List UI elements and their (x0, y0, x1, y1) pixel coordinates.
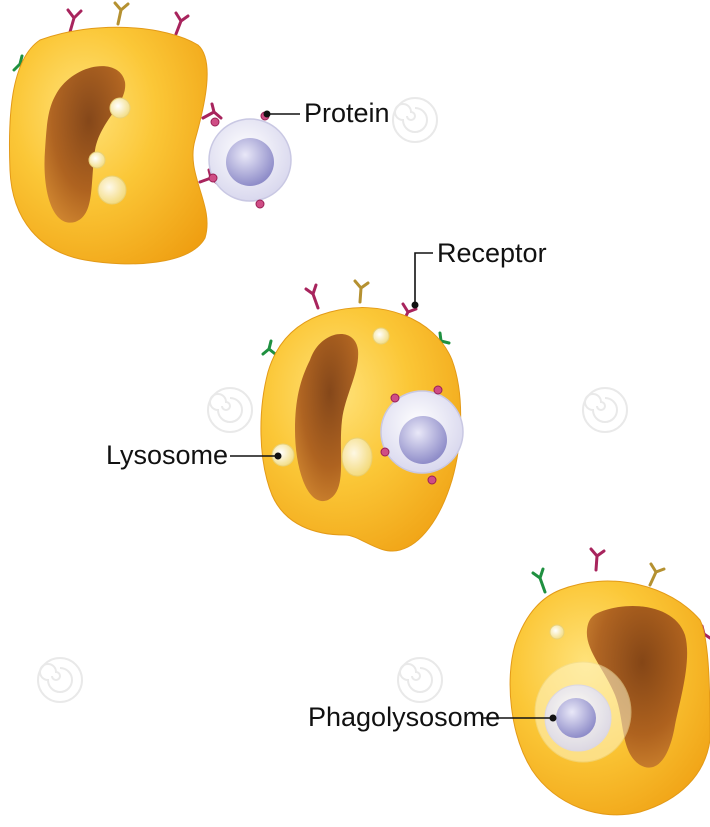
lysosome-label: Lysosome (106, 440, 228, 470)
protein-label: Protein (304, 98, 390, 128)
cell-2-phagocyte (261, 281, 463, 551)
receptor-label: Receptor (437, 238, 547, 268)
phagolysosome-label: Phagolysosome (308, 702, 500, 732)
cell-3-phagocyte (510, 549, 710, 815)
protein-particle (209, 112, 291, 208)
cell-1-phagocyte (9, 3, 221, 264)
phagolysosome (535, 662, 631, 762)
protein-callout: Protein (264, 98, 390, 128)
lysosome-callout: Lysosome (106, 440, 282, 470)
receptor-callout: Receptor (412, 238, 547, 309)
